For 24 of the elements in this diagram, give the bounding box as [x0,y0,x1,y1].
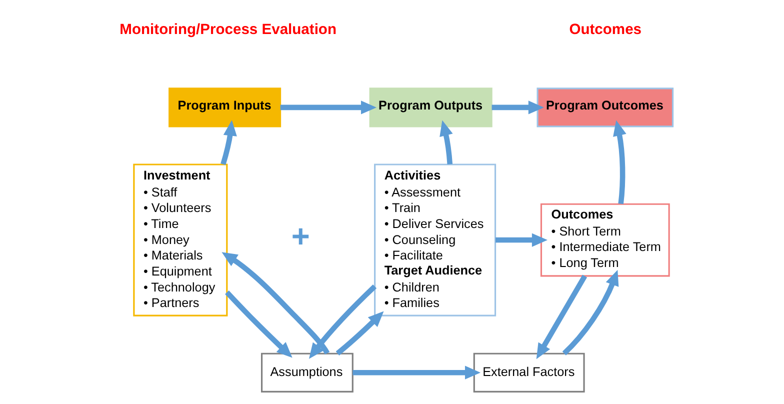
arrow [220,120,237,165]
node-box: Program Outputs [369,88,492,128]
arrow [352,366,481,380]
arrow [222,252,330,355]
label: Monitoring/Process Evaluation [120,22,337,38]
node-box: Outcomes • Short Term • Intermediate Term • Long Term [540,203,670,277]
arrow [536,274,588,360]
node-box: External Factors [473,352,585,392]
arrow [440,120,453,164]
arrow [613,120,626,204]
arrow [562,270,619,356]
node-box: Investment • Staff • Volunteers • Time • Money • Materials • Equipment • Technology • Partners [133,164,228,316]
arrow [280,100,377,114]
arrow [492,100,544,114]
arrow [496,233,548,247]
node-box: Program Inputs [168,88,282,128]
node-box: Assumptions [260,352,354,392]
node-box: Activities • Assessment • Train • Deliver Services • Counseling • Facilitate Target Audience • Children • Families [374,164,496,316]
arrow [336,311,384,356]
node-box: Program Outcomes [536,88,674,128]
arrow [225,290,292,358]
arrow [308,284,377,359]
label: + [291,218,310,254]
label: Outcomes [569,22,642,38]
